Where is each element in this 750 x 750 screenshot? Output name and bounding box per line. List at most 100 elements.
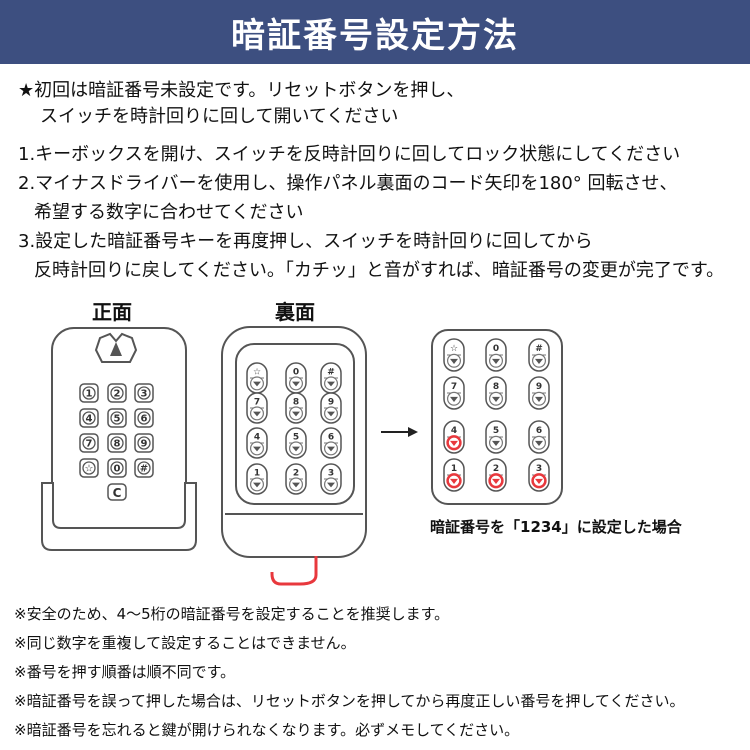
result-key-label: 2 (493, 464, 499, 474)
back-key-#: # (320, 362, 342, 394)
back-key-3: 3 (320, 463, 342, 495)
front-key-label: 9 (141, 439, 148, 450)
front-key-label: # (140, 464, 148, 475)
result-key-1: 1 (443, 458, 465, 492)
back-key-2: 2 (285, 463, 307, 495)
front-keybox: 1 2 3 4 5 6 7 8 9 ☆ 0 # C (41, 327, 197, 551)
front-key-3: 3 (134, 383, 154, 403)
step-3-line-1: 3.設定した暗証番号キーを再度押し、スイッチを時計回りに回してから (18, 231, 593, 252)
front-label: 正面 (92, 300, 132, 324)
intro-line-2: スイッチを時計回りに回して開いてください (40, 106, 399, 127)
step-1-line-1: 1.キーボックスを開け、スイッチを反時計回りに回してロック状態にしてください (18, 144, 681, 165)
front-key-0: 0 (107, 458, 127, 478)
front-key-label: 8 (114, 439, 121, 450)
reset-cord (270, 556, 318, 586)
back-key-label: 7 (254, 397, 260, 407)
front-key-label: 5 (114, 414, 121, 425)
back-label: 裏面 (275, 300, 315, 324)
front-key-#: # (134, 458, 154, 478)
front-key-☆: ☆ (79, 458, 99, 478)
result-key-label: ☆ (450, 344, 458, 354)
result-key-7: 7 (443, 376, 465, 410)
result-key-label: 1 (451, 464, 457, 474)
note-5: ※暗証番号を忘れると鍵が開けられなくなります。必ずメモしてください。 (14, 721, 520, 739)
front-key-label: 2 (114, 389, 121, 400)
back-key-4: 4 (246, 427, 268, 459)
back-key-0: 0 (285, 362, 307, 394)
front-key-label: 7 (86, 439, 93, 450)
note-4: ※暗証番号を誤って押した場合は、リセットボタンを押してから再度正しい番号を押して… (14, 692, 685, 710)
front-key-5: 5 (107, 408, 127, 428)
result-key-label: 3 (536, 464, 542, 474)
front-key-7: 7 (79, 433, 99, 453)
back-key-9: 9 (320, 392, 342, 424)
intro-text: ★初回は暗証番号未設定です。リセットボタンを押し、 スイッチを時計回りに回して開… (18, 78, 464, 130)
clear-key: C (107, 483, 127, 501)
front-key-4: 4 (79, 408, 99, 428)
result-key-label: 0 (493, 344, 499, 354)
back-key-label: 6 (328, 432, 334, 442)
arrow-icon (381, 427, 418, 437)
result-key-label: 8 (493, 382, 499, 392)
front-key-label: 0 (114, 464, 121, 475)
front-key-label: 1 (86, 389, 93, 400)
back-key-☆: ☆ (246, 362, 268, 394)
note-1: ※安全のため、4～5桁の暗証番号を設定することを推奨します。 (14, 605, 450, 623)
front-key-1: 1 (79, 383, 99, 403)
back-key-1: 1 (246, 463, 268, 495)
result-key-label: 6 (536, 426, 542, 436)
result-key-3: 3 (528, 458, 550, 492)
back-key-label: 5 (293, 432, 299, 442)
result-key-6: 6 (528, 420, 550, 454)
result-key-4: 4 (443, 420, 465, 454)
step-2-line-1: 2.マイナスドライバーを使用し、操作パネル裏面のコード矢印を180° 回転させ、 (18, 173, 678, 194)
result-key-#: # (528, 338, 550, 372)
back-key-7: 7 (246, 392, 268, 424)
front-key-6: 6 (134, 408, 154, 428)
back-key-8: 8 (285, 392, 307, 424)
step-2-line-2: 希望する数字に合わせてください (34, 202, 304, 223)
result-key-label: # (535, 344, 543, 354)
front-key-icon (94, 332, 138, 363)
title-banner: 暗証番号設定方法 (0, 0, 750, 64)
front-key-label: 3 (141, 389, 148, 400)
step-3-line-2: 反時計回りに戻してください。「カチッ」と音がすれば、暗証番号の変更が完了です。 (34, 260, 725, 281)
note-3: ※番号を押す順番は順不同です。 (14, 663, 236, 681)
front-key-label: ☆ (85, 464, 94, 475)
back-key-label: ☆ (253, 367, 261, 377)
front-key-label: 4 (86, 414, 93, 425)
front-key-8: 8 (107, 433, 127, 453)
steps-list: 1.キーボックスを開け、スイッチを反時計回りに回してロック状態にしてください 2… (18, 140, 724, 285)
back-key-6: 6 (320, 427, 342, 459)
front-key-9: 9 (134, 433, 154, 453)
back-key-label: 3 (328, 468, 334, 478)
back-key-label: 2 (293, 468, 299, 478)
back-key-label: 8 (293, 397, 299, 407)
back-key-label: 1 (254, 468, 260, 478)
intro-line-1: ★初回は暗証番号未設定です。リセットボタンを押し、 (18, 80, 465, 101)
result-key-0: 0 (485, 338, 507, 372)
front-key-label: 6 (141, 414, 148, 425)
back-key-5: 5 (285, 427, 307, 459)
result-keypad: ☆ 0 #7 8 9 4 5 6 1 2 3 (431, 329, 563, 505)
result-key-label: 5 (493, 426, 499, 436)
page-title: 暗証番号設定方法 (231, 15, 519, 56)
back-key-label: # (327, 367, 335, 377)
result-key-8: 8 (485, 376, 507, 410)
note-2: ※同じ数字を重複して設定することはできません。 (14, 634, 356, 652)
result-key-2: 2 (485, 458, 507, 492)
front-key-2: 2 (107, 383, 127, 403)
result-key-☆: ☆ (443, 338, 465, 372)
notes-list: ※安全のため、4～5桁の暗証番号を設定することを推奨します。 ※同じ数字を重複し… (14, 600, 684, 745)
result-key-9: 9 (528, 376, 550, 410)
clear-key-label: C (113, 486, 122, 500)
back-keybox: ☆ 0 #7 8 9 4 5 6 1 2 3 (221, 326, 367, 586)
back-key-label: 0 (293, 367, 299, 377)
result-key-5: 5 (485, 420, 507, 454)
result-key-label: 9 (536, 382, 542, 392)
back-key-label: 4 (254, 432, 260, 442)
result-caption: 暗証番号を「1234」に設定した場合 (430, 518, 682, 536)
result-key-label: 4 (451, 426, 457, 436)
result-key-label: 7 (451, 382, 457, 392)
